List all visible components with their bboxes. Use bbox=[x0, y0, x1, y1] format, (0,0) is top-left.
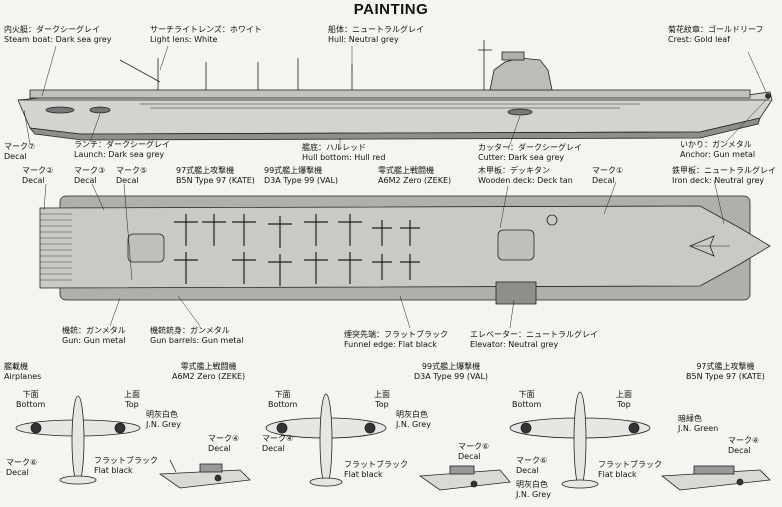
top-view-deck bbox=[39, 195, 771, 305]
page-title: PAINTING bbox=[353, 1, 429, 18]
val-side-view bbox=[418, 465, 511, 491]
side-view-ship bbox=[17, 40, 773, 141]
kate-side-view bbox=[660, 465, 771, 491]
kate-bottom-view bbox=[509, 391, 651, 489]
leader-lines bbox=[23, 45, 767, 329]
zero-side-view bbox=[158, 459, 251, 489]
deck-aircraft bbox=[174, 214, 420, 286]
val-bottom-view bbox=[265, 393, 387, 487]
zero-bottom-view bbox=[15, 395, 141, 485]
